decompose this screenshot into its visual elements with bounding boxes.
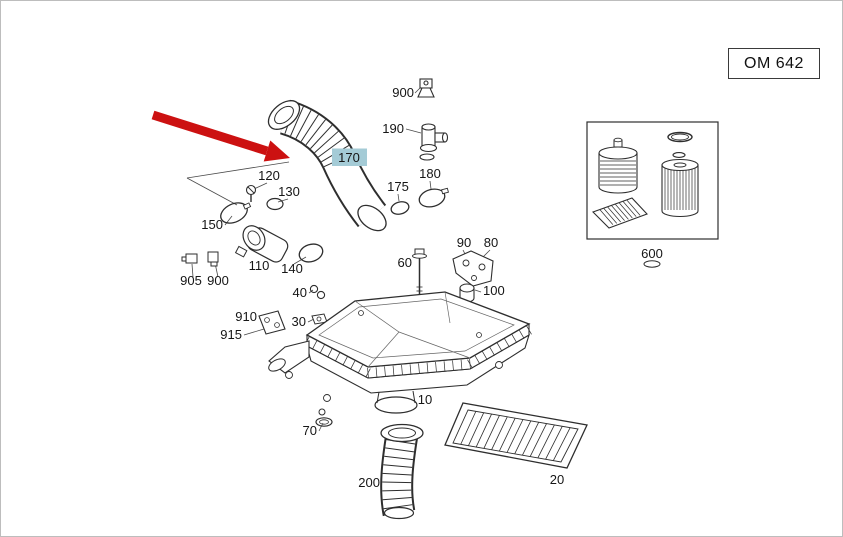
part-label-170[interactable]: 170: [338, 150, 360, 165]
part-180-clamp-drawing: [418, 187, 449, 208]
part-40-rings-drawing: [309, 284, 326, 300]
part-label-190[interactable]: 190: [382, 121, 404, 136]
part-label-90[interactable]: 90: [457, 235, 471, 250]
part-label-200[interactable]: 200: [358, 475, 380, 490]
part-label-915[interactable]: 915: [220, 327, 242, 342]
part-label-175[interactable]: 175: [387, 179, 409, 194]
red-pointer-arrow: [151, 110, 290, 162]
part-label-10[interactable]: 10: [418, 392, 432, 407]
part-label-905[interactable]: 905: [180, 273, 202, 288]
part-905-plug-drawing: [181, 253, 198, 264]
part-label-80[interactable]: 80: [484, 235, 498, 250]
part-label-120[interactable]: 120: [258, 168, 280, 183]
part-label-70[interactable]: 70: [303, 423, 317, 438]
oring-under-600-label: [643, 260, 661, 268]
part-label-30[interactable]: 30: [292, 314, 306, 329]
part-label-130[interactable]: 130: [278, 184, 300, 199]
engine-code-label: OM 642: [744, 54, 804, 72]
part-900-top-bracket-drawing: [417, 78, 435, 98]
part-110-air-mass-sensor-drawing: [234, 225, 289, 263]
part-120-screw-drawing: [245, 184, 257, 202]
part-label-60[interactable]: 60: [398, 255, 412, 270]
filter-insert-drawing: [661, 158, 699, 218]
part-label-900-mid[interactable]: 900: [207, 273, 229, 288]
part-10-airbox-housing-drawing: [268, 291, 532, 414]
part-130-ring-drawing: [266, 197, 284, 211]
part-label-40[interactable]: 40: [293, 285, 307, 300]
part-80-90-bracket-drawing: [452, 250, 494, 287]
part-70-washer-drawing: [315, 408, 333, 427]
part-900-mid-sensor-drawing: [207, 251, 219, 267]
part-label-180[interactable]: 180: [419, 166, 441, 181]
part-190-connector-drawing: [419, 123, 449, 161]
part-140-clamp-drawing: [298, 243, 324, 263]
part-label-100[interactable]: 100: [483, 283, 505, 298]
part-label-910[interactable]: 910: [235, 309, 257, 324]
part-20-filter-element-drawing: [444, 402, 588, 469]
part-200-intake-duct-drawing: [380, 423, 424, 520]
filter-cartridge-drawing: [598, 137, 638, 194]
part-label-20[interactable]: 20: [550, 472, 564, 487]
engine-code-box: OM 642: [728, 48, 820, 79]
part-150-clamp-drawing: [220, 202, 252, 224]
part-label-600[interactable]: 600: [641, 246, 663, 261]
part-label-900-top[interactable]: 900: [392, 85, 414, 100]
oring-large-drawing: [667, 131, 693, 143]
part-175-seal-ring-drawing: [390, 201, 410, 215]
pleated-block-drawing: [591, 197, 648, 229]
oring-small-drawing: [672, 152, 686, 158]
part-910-915-bracket-drawing: [258, 310, 286, 335]
part-170-highlight: [332, 148, 367, 166]
part-170-intake-hose-drawing: [267, 99, 387, 232]
part-label-140[interactable]: 140: [281, 261, 303, 276]
part-label-110[interactable]: 110: [249, 258, 270, 273]
subassembly-600-box: [586, 121, 719, 268]
part-label-150[interactable]: 150: [201, 217, 223, 232]
part-labels: 900 190 170 120 130 175 180 150 110 140 …: [180, 85, 663, 490]
